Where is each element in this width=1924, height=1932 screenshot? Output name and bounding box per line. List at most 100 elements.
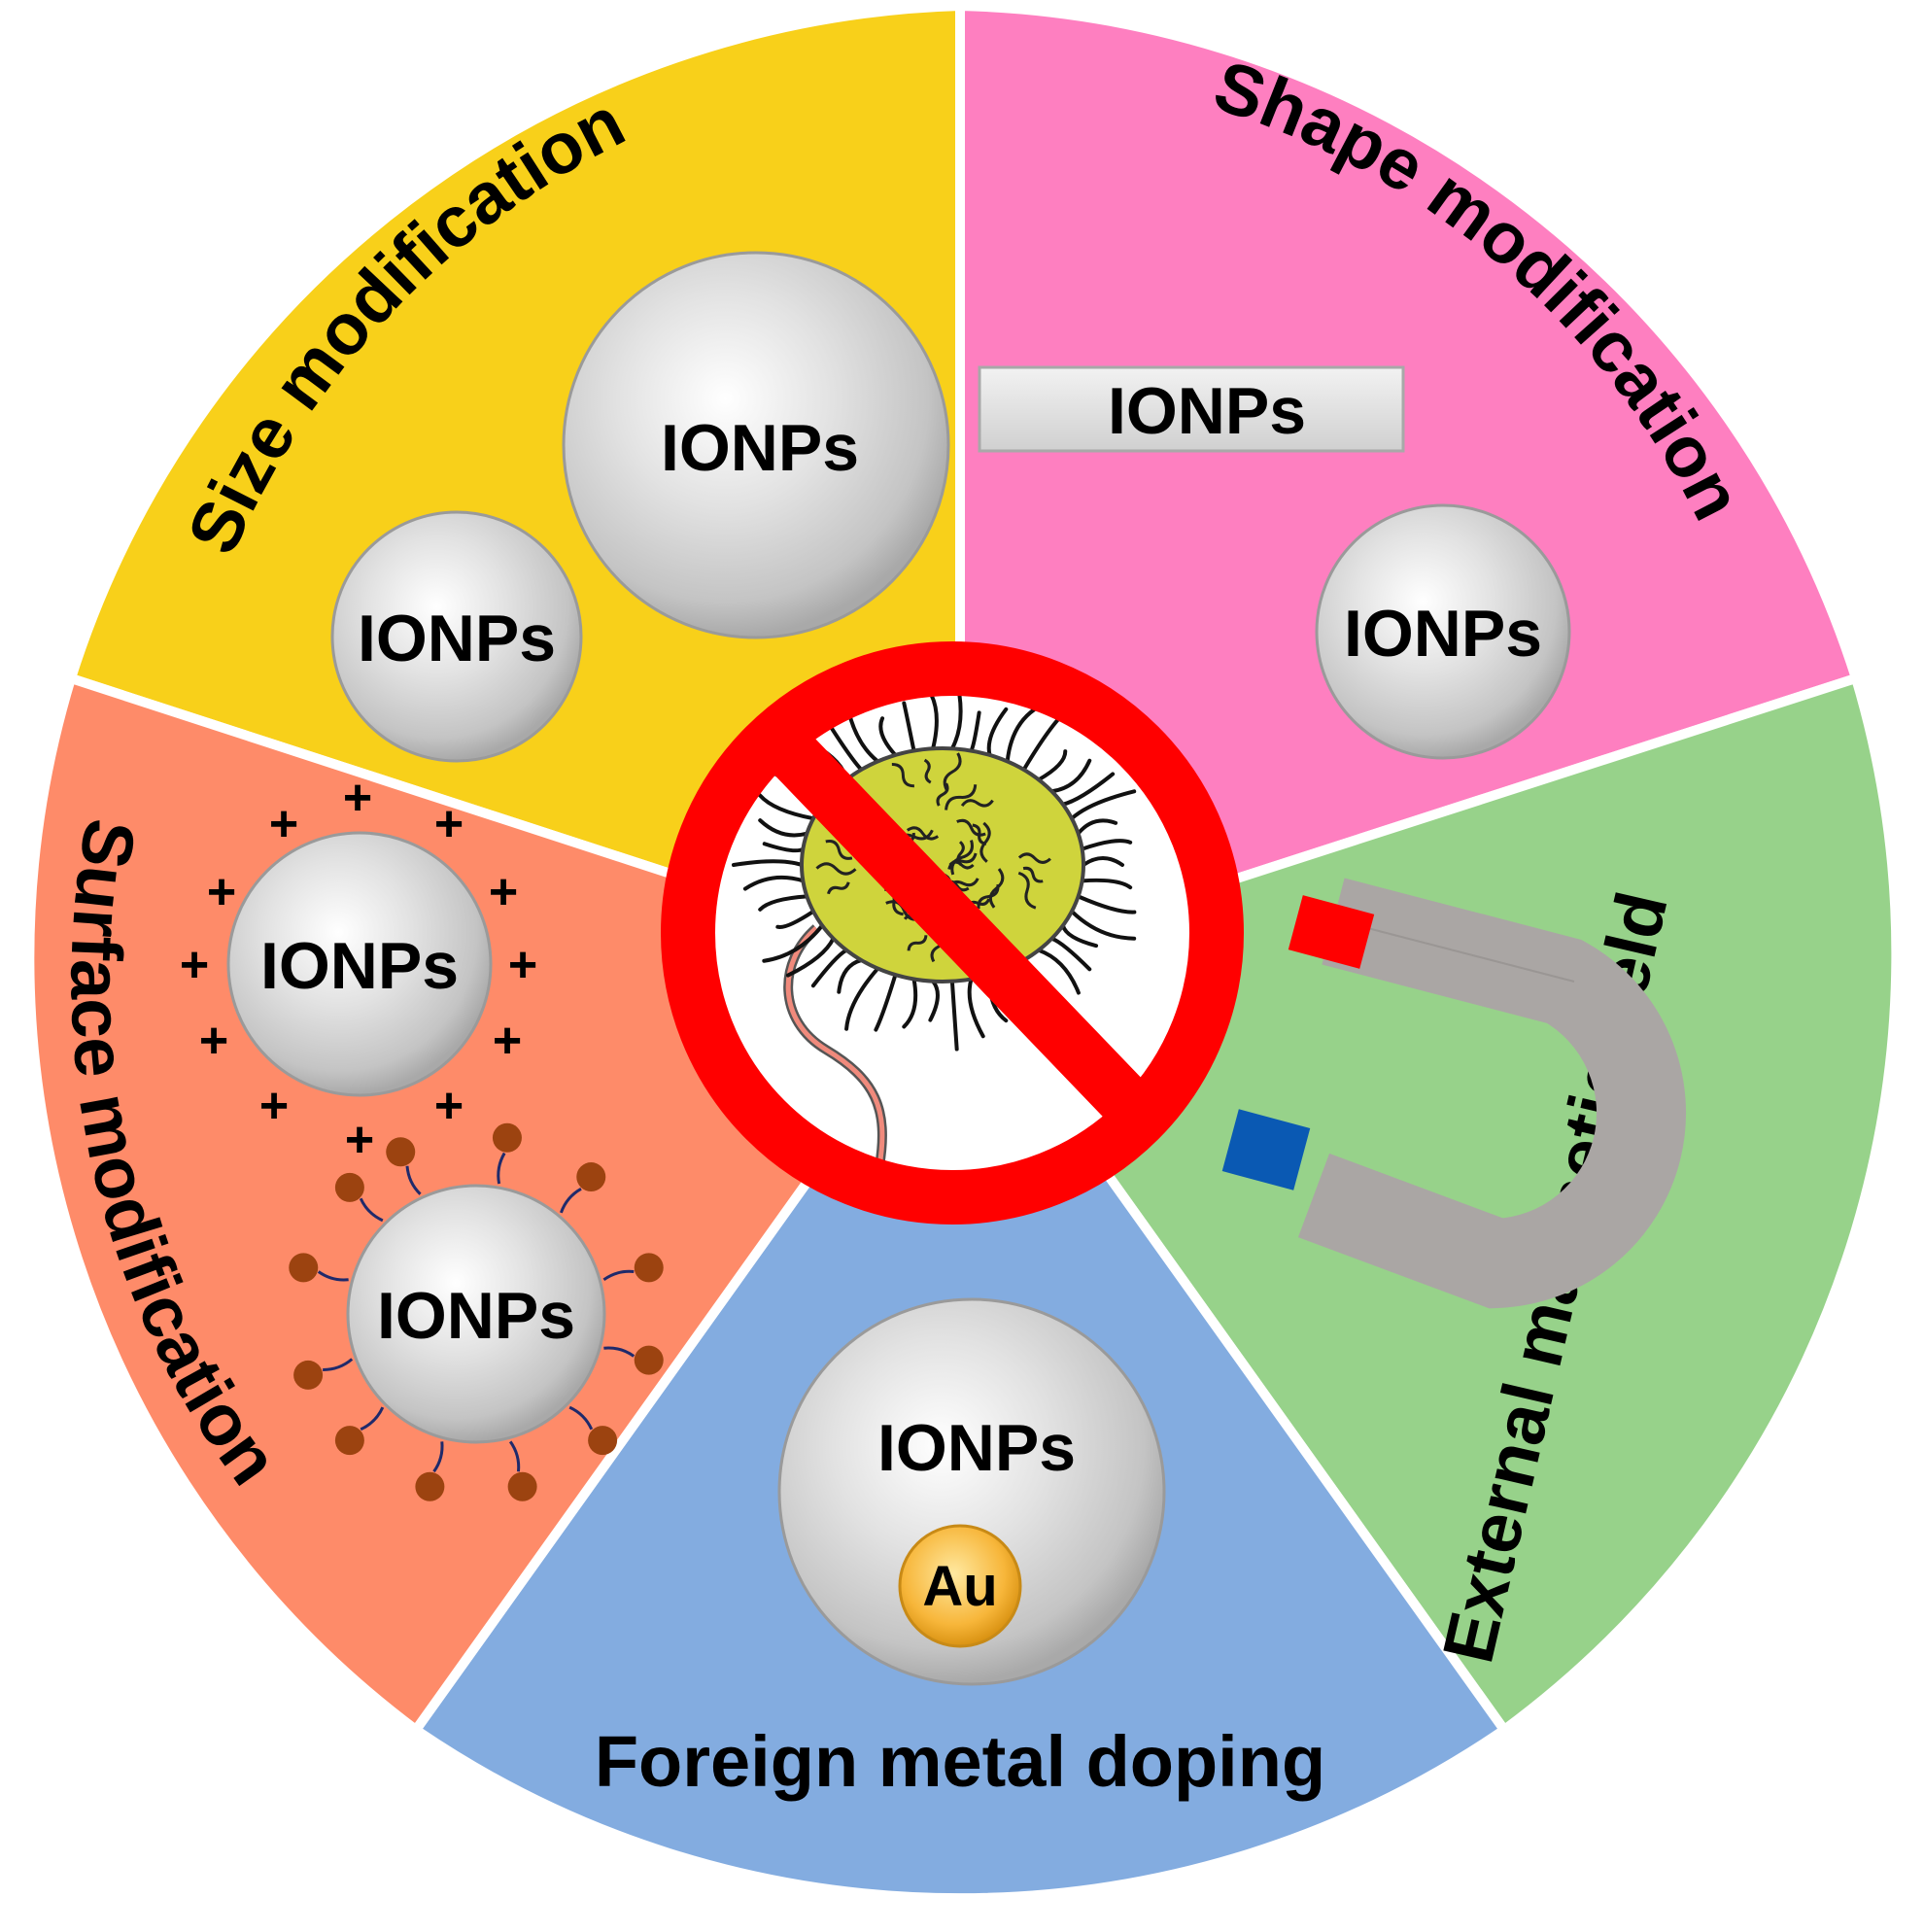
svg-text:IONPs: IONPs bbox=[358, 602, 556, 675]
svg-text:IONPs: IONPs bbox=[260, 929, 459, 1003]
bacterium-fimbria-13 bbox=[928, 979, 940, 1022]
size-modification-segment bbox=[64, 0, 965, 975]
magnet-blue-pole bbox=[1221, 1109, 1311, 1190]
positive-charge-4: + bbox=[207, 864, 236, 920]
ligand-head-8 bbox=[415, 1471, 445, 1501]
charged-nanoparticle: IONPs ++++++++++++ bbox=[180, 770, 537, 1168]
ligand-tail-7 bbox=[508, 1440, 521, 1472]
ligand-head-6 bbox=[588, 1426, 618, 1456]
bacterium-texture-mark-7 bbox=[907, 935, 928, 951]
positive-charge-5: + bbox=[489, 864, 518, 920]
bacterium-fimbria-27 bbox=[757, 793, 816, 821]
bacterium-texture-mark-35 bbox=[1017, 852, 1051, 864]
positive-charge-9: + bbox=[493, 1013, 522, 1069]
svg-text:IONPs: IONPs bbox=[661, 411, 859, 485]
bacterium-fimbria-6 bbox=[1049, 936, 1092, 972]
bacterium-fimbria-26 bbox=[758, 818, 809, 838]
ligand-head-5 bbox=[634, 1345, 664, 1375]
bacterium-fimbria-34 bbox=[902, 701, 916, 753]
ligand-tail-6 bbox=[568, 1405, 594, 1431]
bacterium-fimbria-16 bbox=[844, 966, 880, 1031]
ligand-head-2 bbox=[492, 1122, 522, 1153]
bacterium-fimbria-14 bbox=[902, 977, 918, 1029]
bacterium-fimbria-1 bbox=[1082, 856, 1124, 867]
bacterium-texture-mark-27 bbox=[950, 840, 974, 876]
ligand-head-12 bbox=[334, 1172, 364, 1202]
positive-charge-11: + bbox=[434, 1078, 464, 1134]
bacterium-fimbria-33 bbox=[878, 716, 898, 757]
bacterium-fimbria-23 bbox=[742, 875, 806, 891]
ligand-tail-12 bbox=[359, 1197, 384, 1223]
svg-text:IONPs: IONPs bbox=[1108, 374, 1306, 448]
bacterium-fimbria-3 bbox=[1076, 894, 1137, 914]
bacterium-fimbria-20 bbox=[762, 923, 825, 963]
ligand-head-7 bbox=[507, 1471, 537, 1501]
bacterium-fimbria-38 bbox=[986, 707, 1009, 757]
bacterium-fimbria-12 bbox=[949, 979, 959, 1052]
bacterium-texture-mark-37 bbox=[936, 782, 949, 807]
ligand-tail-8 bbox=[432, 1441, 444, 1473]
small-nanoparticle: IONPs bbox=[330, 510, 583, 763]
positive-charge-2: + bbox=[343, 770, 372, 826]
ligand-head-10 bbox=[293, 1360, 324, 1390]
magnet-red-pole bbox=[1288, 895, 1375, 969]
bacterium-fimbria-35 bbox=[927, 695, 939, 751]
ligand-tail-10 bbox=[323, 1358, 354, 1371]
bacterium-fimbria-45 bbox=[1076, 818, 1118, 836]
ligand-head-11 bbox=[289, 1253, 319, 1283]
ligand-tail-4 bbox=[602, 1269, 635, 1282]
positive-charge-3: + bbox=[434, 796, 464, 852]
sphere-nanoparticle: IONPs bbox=[1315, 503, 1571, 760]
ligand-tail-5 bbox=[603, 1346, 636, 1358]
bacterium-fimbria-19 bbox=[785, 936, 836, 978]
bacterium-fimbria-2 bbox=[1080, 878, 1133, 890]
bacterium-texture-mark-3 bbox=[943, 752, 962, 792]
rod-nanoparticle: IONPs bbox=[978, 365, 1405, 453]
bacterium-texture-mark-18 bbox=[815, 862, 857, 876]
foreign-metal-doping-title: Foreign metal doping bbox=[595, 1721, 1325, 1802]
bacterium-fimbria-22 bbox=[758, 894, 809, 912]
bacterium-fimbria-36 bbox=[949, 695, 963, 751]
bacterium-fimbria-42 bbox=[1049, 758, 1092, 794]
bacterium-texture-mark-29 bbox=[891, 763, 914, 788]
positive-charge-10: + bbox=[259, 1078, 289, 1134]
bacterium-texture-mark-11 bbox=[960, 799, 994, 808]
ligand-tail-1 bbox=[405, 1165, 422, 1195]
ligand-tail-2 bbox=[497, 1152, 506, 1185]
bacterium-fimbria-4 bbox=[1070, 909, 1137, 941]
gold-dopant: Au bbox=[898, 1524, 1022, 1648]
bacterium-texture-mark-40 bbox=[956, 841, 965, 867]
bacterium-texture-mark-24 bbox=[945, 784, 978, 811]
svg-text:Au: Au bbox=[922, 1555, 997, 1618]
ligand-head-9 bbox=[334, 1426, 364, 1456]
ligand-tail-9 bbox=[360, 1406, 385, 1432]
positive-charge-6: + bbox=[180, 937, 209, 993]
bacterium-fimbria-17 bbox=[837, 958, 864, 994]
positive-charges: ++++++++++++ bbox=[180, 770, 537, 1168]
no-bacteria-icon bbox=[661, 641, 1244, 1225]
positive-charge-1: + bbox=[269, 796, 298, 852]
bacterium-fimbria-11 bbox=[967, 977, 985, 1039]
bacterium-texture-mark-30 bbox=[988, 868, 1005, 909]
surface-ligands bbox=[289, 1122, 664, 1501]
bacterium-fimbria-41 bbox=[1036, 749, 1068, 782]
bacterium-texture-mark-16 bbox=[923, 758, 932, 784]
positive-charge-12: + bbox=[345, 1112, 374, 1168]
ligand-head-3 bbox=[576, 1162, 606, 1192]
svg-text:IONPs: IONPs bbox=[877, 1411, 1076, 1485]
bacterium-fimbria-46 bbox=[1080, 839, 1133, 851]
bacterium-texture-mark-9 bbox=[1017, 871, 1037, 910]
ligand-head-1 bbox=[386, 1137, 416, 1167]
ligand-coated-nanoparticle: IONPs bbox=[289, 1122, 664, 1501]
bacterium-fimbria-44 bbox=[1070, 789, 1137, 821]
large-nanoparticle: IONPs bbox=[562, 251, 950, 639]
bacterium-fimbria-15 bbox=[874, 973, 898, 1032]
bacterium-texture-mark-22 bbox=[1022, 866, 1044, 883]
bacterium-fimbria-21 bbox=[775, 909, 816, 930]
positive-charge-8: + bbox=[199, 1013, 228, 1069]
ligand-tail-3 bbox=[560, 1187, 582, 1214]
ligand-head-4 bbox=[634, 1253, 664, 1283]
bacterium-fimbria-18 bbox=[810, 948, 849, 988]
horseshoe-magnet-icon bbox=[1221, 878, 1687, 1309]
